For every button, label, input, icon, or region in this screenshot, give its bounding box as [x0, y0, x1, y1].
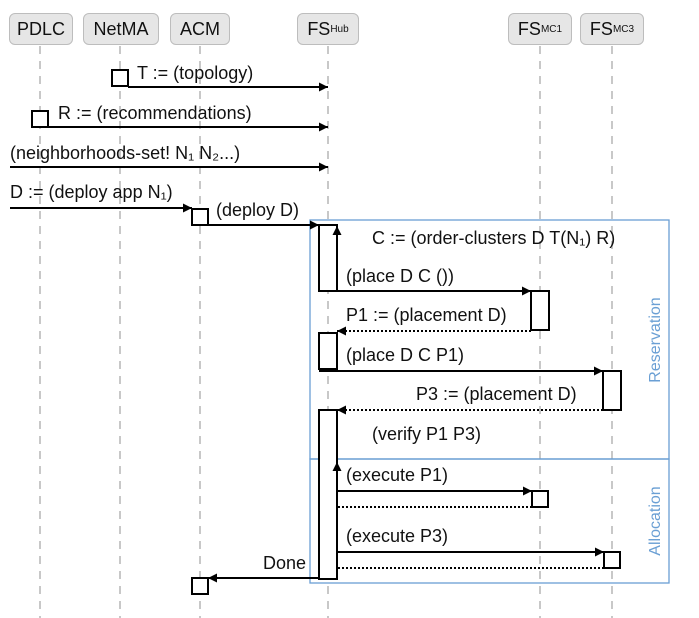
lane-label-pdlc: PDLC	[16, 18, 65, 39]
label-order-clusters: C := (order-clusters D T(N₁) R)	[372, 228, 615, 248]
label-verify: (verify P1 P3)	[372, 424, 481, 444]
label-deploy-app: D := (deploy app N₁)	[10, 182, 173, 202]
activation-fsmc3-2	[603, 551, 621, 569]
activation-acm-2	[191, 577, 209, 595]
reservation-frame-label: Reservation	[647, 297, 664, 382]
activation-fshub-2	[318, 332, 338, 370]
label-p1-placement: P1 := (placement D)	[346, 305, 507, 325]
label-place-dc-empty: (place D C ())	[346, 266, 454, 286]
label-done: Done	[263, 553, 306, 573]
activation-netma	[111, 69, 129, 87]
lane-sub-fsmc1: MC1	[540, 23, 563, 35]
lane-label-netma: NetMA	[93, 18, 149, 39]
activation-fshub-3	[318, 409, 338, 580]
label-topology: T := (topology)	[137, 63, 253, 83]
lane-sub-fsmc3: MC3	[612, 23, 635, 35]
lane-header-netma: NetMA	[83, 13, 159, 45]
label-deploy-d: (deploy D)	[216, 200, 299, 220]
lane-label-fsmc1: FS	[517, 18, 541, 39]
label-neighborhoods: (neighborhoods-set! N₁ N₂...)	[10, 143, 240, 163]
lane-header-pdlc: PDLC	[9, 13, 73, 45]
activation-fsmc1-2	[531, 490, 549, 508]
allocation-frame	[309, 458, 670, 584]
activation-fshub-1	[318, 224, 338, 292]
label-place-dc-p1: (place D C P1)	[346, 345, 464, 365]
lane-header-acm: ACM	[170, 13, 230, 45]
reservation-frame	[309, 219, 670, 460]
label-execute-p3: (execute P3)	[346, 526, 448, 546]
activation-pdlc	[31, 110, 49, 128]
lane-label-fsmc3: FS	[589, 18, 613, 39]
label-execute-p1: (execute P1)	[346, 465, 448, 485]
activation-fsmc3-1	[602, 370, 622, 411]
activation-fsmc1-1	[530, 290, 550, 331]
label-p3-placement: P3 := (placement D)	[416, 384, 577, 404]
lane-label-fshub: FS	[307, 18, 331, 39]
allocation-frame-label: Allocation	[647, 486, 664, 555]
activation-acm-1	[191, 208, 209, 226]
lane-sub-fshub: Hub	[330, 23, 349, 35]
label-recommendations: R := (recommendations)	[58, 103, 252, 123]
lane-label-acm: ACM	[180, 18, 220, 39]
